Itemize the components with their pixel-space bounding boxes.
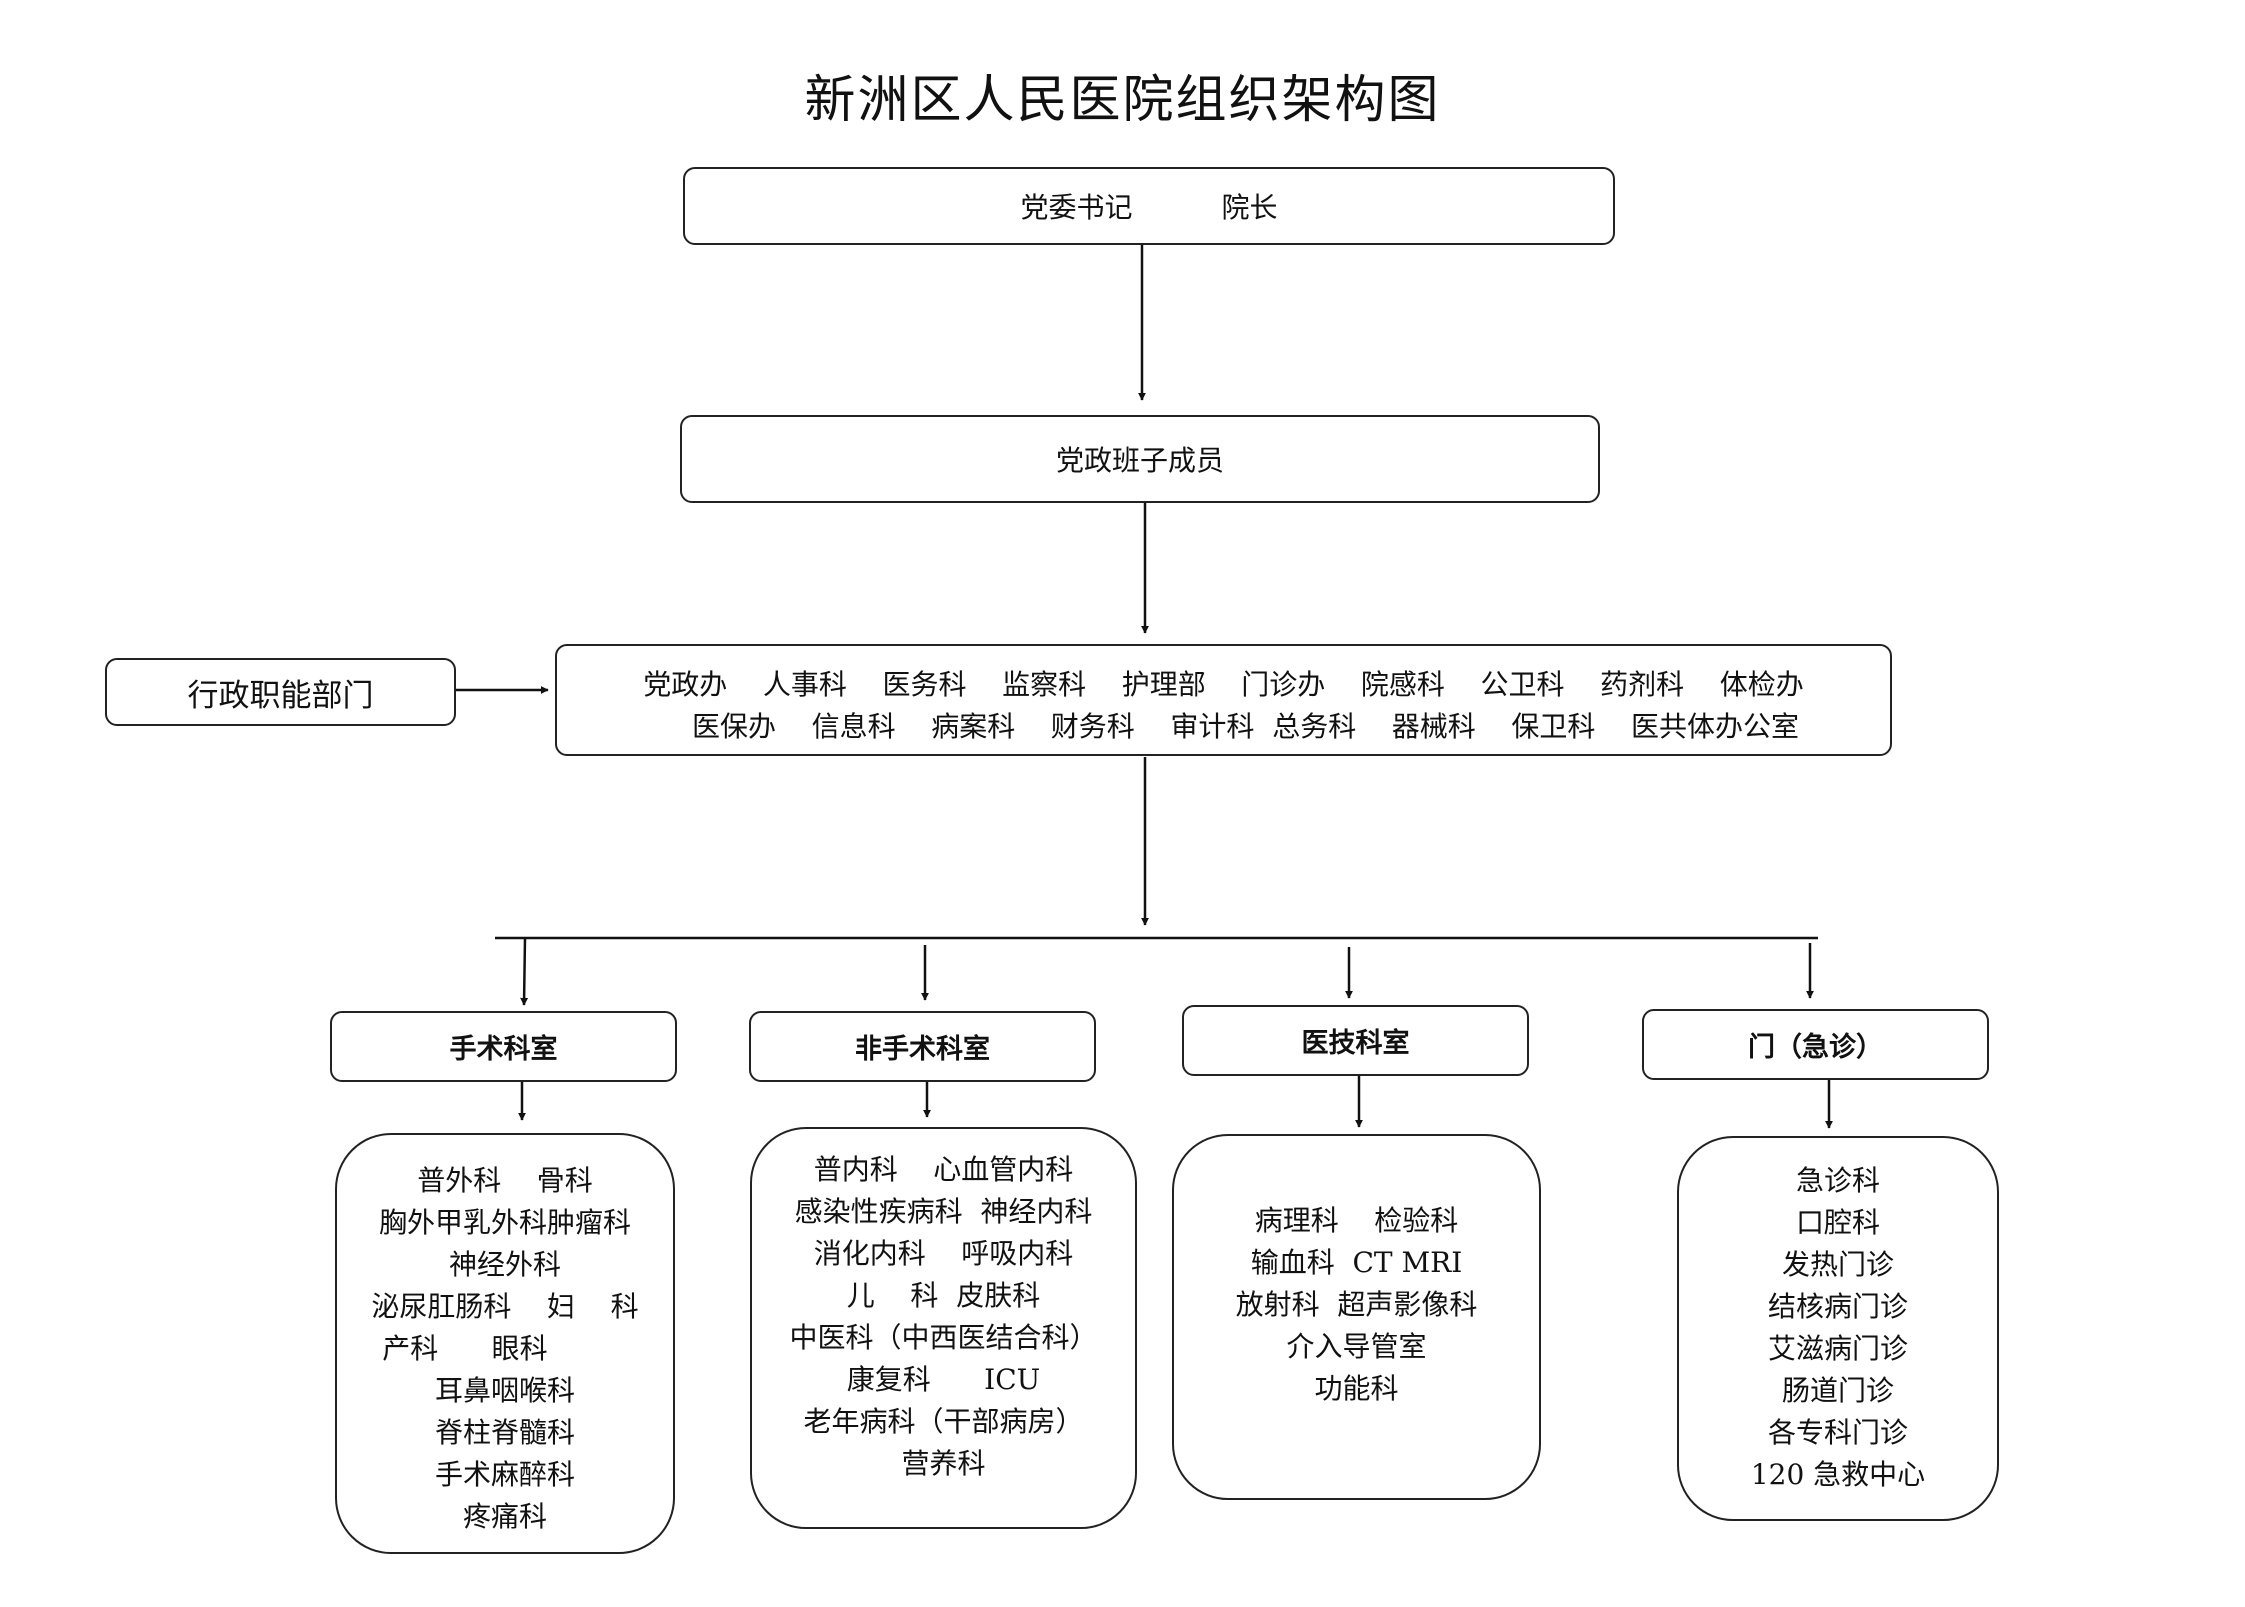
department-list-2-item: 消化内科 呼吸内科 [813,1237,1074,1270]
department-list-1-item: 胸外甲乳外科肿瘤科 [378,1206,631,1239]
chart-title: 新洲区人民医院组织架构图 [804,71,1441,130]
department-list-3-item: 介入导管室 [1286,1330,1427,1363]
admin-label-text: 行政职能部门 [187,677,374,714]
leadership-team-box: 党政班子成员 [680,415,1600,503]
department-list-1-item: 手术麻醉科 [434,1458,575,1491]
category-label-2: 非手术科室 [855,1034,990,1065]
department-list-4-item: 结核病门诊 [1767,1290,1908,1323]
department-list-1-item: 普外科 骨科 [417,1164,593,1197]
admin-label-box: 行政职能部门 [105,658,456,726]
department-list-3-item: 放射科 超声影像科 [1235,1288,1478,1321]
department-list-3: 病理科 检验科 输血科 CT MRI 放射科 超声影像科 介入导管室 功能科 [1174,1200,1539,1410]
department-list-1-item: 产科 眼科 [382,1332,628,1365]
department-list-2-item: 感染性疾病科 神经内科 [794,1195,1093,1228]
category-box-2: 非手术科室 [749,1011,1096,1082]
leadership-team-label: 党政班子成员 [1055,444,1224,477]
department-list-2: 普内科 心血管内科 感染性疾病科 神经内科 消化内科 呼吸内科 儿 科 皮肤科 … [752,1149,1135,1485]
department-list-1-item: 神经外科 [448,1248,561,1281]
category-label-3: 医技科室 [1301,1028,1410,1059]
department-list-box-1: 普外科 骨科 胸外甲乳外科肿瘤科 神经外科 泌尿肛肠科 妇 科 产科 眼科 耳鼻… [335,1133,675,1554]
department-list-box-3: 病理科 检验科 输血科 CT MRI 放射科 超声影像科 介入导管室 功能科 [1172,1134,1541,1500]
department-list-4-item: 艾滋病门诊 [1767,1332,1908,1365]
department-list-2-item: 儿 科 皮肤科 [846,1279,1041,1312]
department-list-2-item: 康复科 ICU [846,1363,1041,1396]
category-box-4: 门（急诊） [1642,1009,1989,1080]
department-list-4-item: 发热门诊 [1781,1248,1894,1281]
department-list-1-item: 泌尿肛肠科 妇 科 [371,1290,639,1323]
category-box-3: 医技科室 [1182,1005,1529,1076]
department-list-box-4: 急诊科 口腔科 发热门诊 结核病门诊 艾滋病门诊 肠道门诊 各专科门诊 120 … [1677,1136,1999,1521]
department-list-2-item: 营养科 [901,1447,986,1480]
admin-departments-row-2: 医保办 信息科 病案科 财务科 审计科 总务科 器械科 保卫科 医共体办公室 [692,710,1800,743]
category-label-1: 手术科室 [449,1034,558,1065]
department-list-1-item: 脊柱脊髓科 [434,1416,575,1449]
department-list-4-item: 肠道门诊 [1781,1374,1894,1407]
department-list-2-item: 普内科 心血管内科 [813,1153,1074,1186]
department-list-4-item: 各专科门诊 [1767,1416,1908,1449]
department-list-1-item: 耳鼻咽喉科 [434,1374,575,1407]
department-list-1: 普外科 骨科 胸外甲乳外科肿瘤科 神经外科 泌尿肛肠科 妇 科 产科 眼科 耳鼻… [337,1160,673,1538]
department-list-3-item: 病理科 检验科 [1254,1204,1459,1237]
department-list-4-item: 口腔科 [1795,1206,1880,1239]
department-list-2-item: 中医科（中西医结合科） [789,1321,1098,1354]
department-list-2-item: 老年病科（干部病房） [803,1405,1084,1438]
department-list-box-2: 普内科 心血管内科 感染性疾病科 神经内科 消化内科 呼吸内科 儿 科 皮肤科 … [750,1127,1137,1529]
department-list-4-item: 120 急救中心 [1750,1458,1926,1491]
category-box-1: 手术科室 [330,1011,677,1082]
department-list-4-item: 急诊科 [1795,1164,1880,1197]
top-leadership-text: 党委书记 院长 [1020,191,1278,224]
top-leadership-box: 党委书记 院长 [683,167,1615,245]
department-list-4: 急诊科 口腔科 发热门诊 结核病门诊 艾滋病门诊 肠道门诊 各专科门诊 120 … [1679,1160,1997,1496]
category-label-4: 门（急诊） [1748,1032,1883,1063]
arrow-bus-to-category-1 [520,937,529,1006]
department-list-3-item: 输血科 CT MRI [1250,1246,1463,1279]
admin-departments-row-1: 党政办 人事科 医务科 监察科 护理部 门诊办 院感科 公卫科 药剂科 体检办 [643,668,1804,701]
department-list-1-item: 疼痛科 [462,1500,547,1533]
admin-departments-box: 党政办 人事科 医务科 监察科 护理部 门诊办 院感科 公卫科 药剂科 体检办 … [555,644,1892,756]
department-list-3-item: 功能科 [1314,1372,1399,1405]
